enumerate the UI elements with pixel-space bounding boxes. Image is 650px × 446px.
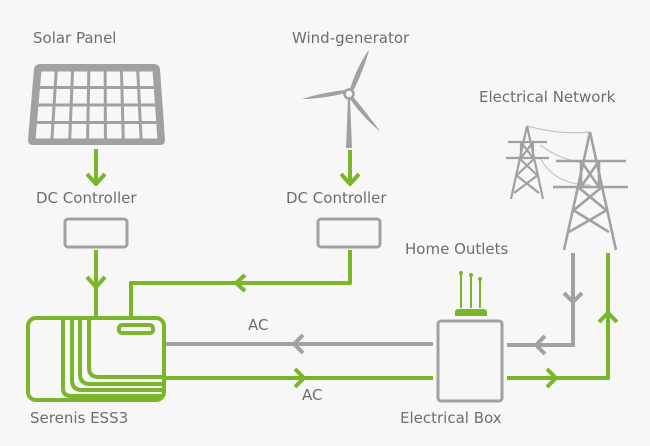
- solar-cell: [89, 89, 104, 104]
- solar-cell: [141, 106, 157, 121]
- solar-cell: [72, 89, 88, 104]
- label-solar-panel: Solar Panel: [33, 29, 116, 47]
- flow-ac-box-to-ess: [166, 333, 433, 355]
- solar-cell: [122, 71, 137, 86]
- solar-cell: [106, 71, 121, 86]
- solar-cell: [40, 71, 55, 86]
- flow-network-to-box: [507, 253, 584, 356]
- solar-cell: [123, 89, 138, 104]
- solar-cell: [89, 124, 104, 139]
- flow-ac-ess-to-box: [166, 367, 433, 389]
- label-electrical-network: Electrical Network: [479, 88, 616, 106]
- solar-cell: [55, 89, 71, 104]
- label-ess: Serenis ESS3: [30, 409, 128, 427]
- solar-cell: [141, 124, 158, 139]
- label-dc-controller-left: DC Controller: [36, 189, 137, 207]
- solar-cell: [139, 71, 154, 86]
- label-ac-top: AC: [248, 316, 268, 334]
- wind-turbine-icon: [302, 50, 380, 148]
- solar-cell: [106, 106, 122, 121]
- solar-cell: [140, 89, 155, 104]
- ess-device-icon: [26, 316, 166, 402]
- flow-wind-to-controller: [339, 150, 361, 186]
- label-home-outlets: Home Outlets: [405, 240, 509, 258]
- solar-panel-icon: [28, 64, 165, 145]
- solar-cell: [56, 71, 72, 86]
- flow-box-to-network: [507, 253, 619, 389]
- dc-controller-left-box: [63, 217, 129, 249]
- electrical-box: [436, 319, 504, 403]
- solar-cell: [38, 89, 54, 104]
- solar-cell: [53, 124, 69, 139]
- solar-cell: [106, 89, 121, 104]
- solar-cell: [89, 106, 104, 121]
- solar-cell: [71, 106, 87, 121]
- solar-cell: [73, 71, 88, 86]
- solar-cell: [90, 71, 104, 86]
- flow-controller-right-to-ess: [129, 250, 352, 318]
- label-ac-bottom: AC: [302, 386, 322, 404]
- solar-cell: [35, 124, 52, 139]
- solar-cell: [124, 124, 140, 139]
- solar-cell: [106, 124, 122, 139]
- label-wind-generator: Wind-generator: [292, 29, 410, 47]
- label-dc-controller-right: DC Controller: [286, 189, 387, 207]
- solar-cell: [54, 106, 70, 121]
- solar-cell: [123, 106, 139, 121]
- flow-solar-to-controller: [85, 149, 107, 186]
- dc-controller-right-box: [316, 217, 382, 249]
- power-pylon-icon: [506, 125, 628, 251]
- solar-cell: [71, 124, 87, 139]
- solar-cell: [37, 106, 53, 121]
- label-electrical-box: Electrical Box: [400, 409, 502, 427]
- flow-controller-left-to-ess: [85, 250, 107, 318]
- home-outlet-icon: [455, 271, 487, 316]
